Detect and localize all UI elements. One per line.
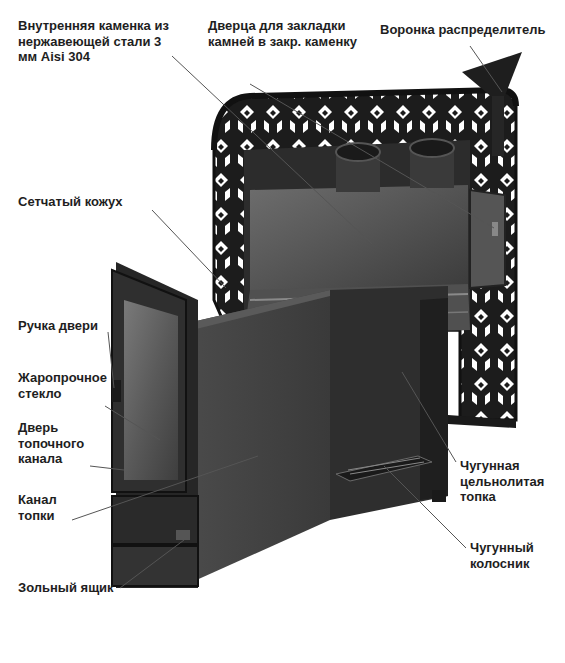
part-label: Чугунная цельнолитая топка: [460, 458, 560, 505]
part-label: Дверца для закладки камней в закр. камен…: [208, 18, 358, 49]
part-label: Дверь топочного канала: [18, 420, 98, 467]
firebox-body: [192, 286, 516, 582]
part-label: Сетчатый кожух: [18, 194, 148, 210]
part-label: Жаропрочное стекло: [18, 370, 118, 401]
firebox-door: [112, 262, 198, 588]
distributor-funnel: [462, 52, 522, 156]
part-label: Чугунный колосник: [470, 540, 558, 571]
part-label: Зольный ящик: [18, 580, 128, 596]
leader-lines: [72, 46, 502, 588]
part-label: Канал топки: [18, 492, 80, 523]
part-label: Ручка двери: [18, 318, 118, 334]
part-label: Воронка распределитель: [380, 22, 555, 38]
part-label: Внутренняя каменка из нержавеющей стали …: [18, 18, 170, 65]
